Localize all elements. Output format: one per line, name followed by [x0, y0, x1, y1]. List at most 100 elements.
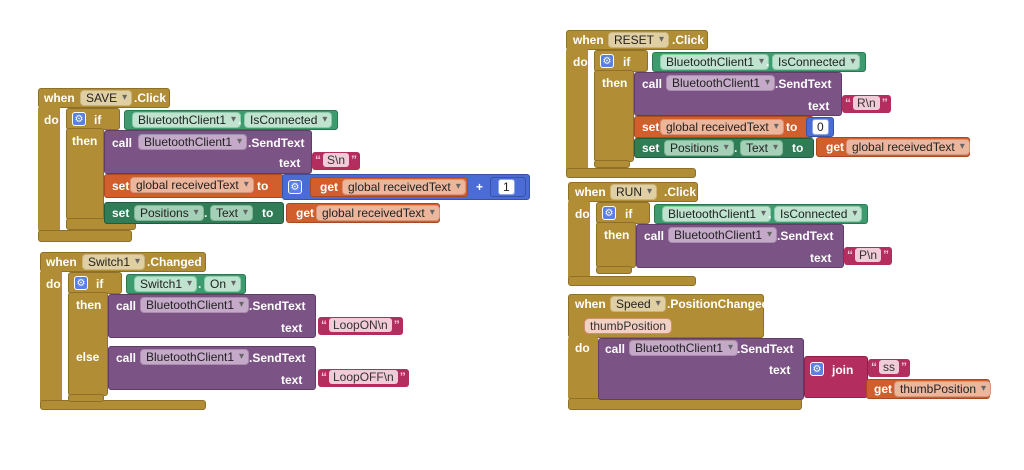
- text-string-block[interactable]: “P\n”: [844, 247, 893, 265]
- string-value[interactable]: P\n: [855, 248, 882, 262]
- text-string-block[interactable]: “LoopON\n”: [318, 317, 403, 335]
- number-input[interactable]: 0: [812, 119, 829, 135]
- switch-component-dropdown[interactable]: Switch1: [82, 254, 146, 270]
- bluetooth-client-dropdown[interactable]: BluetoothClient1: [629, 340, 739, 356]
- call-label: call: [116, 351, 137, 365]
- to-label: to: [792, 141, 804, 155]
- event-name: .Changed: [147, 255, 202, 269]
- dot: .: [766, 55, 770, 69]
- do-label: do: [575, 341, 590, 355]
- gear-icon[interactable]: ⚙: [602, 206, 616, 220]
- text-string-block[interactable]: “ss”: [868, 359, 910, 377]
- bluetooth-client-dropdown[interactable]: BluetoothClient1: [660, 54, 770, 70]
- do-label: do: [44, 113, 59, 127]
- speed-component-dropdown[interactable]: Speed: [610, 296, 666, 312]
- when-label: when: [46, 255, 77, 269]
- run-component-dropdown[interactable]: RUN: [610, 184, 657, 200]
- isconnected-dropdown[interactable]: IsConnected: [244, 112, 333, 128]
- get-label: get: [874, 382, 892, 396]
- text-string-block[interactable]: “LoopOFF\n”: [318, 369, 409, 387]
- else-label: else: [76, 350, 100, 364]
- string-value[interactable]: R\n: [853, 96, 880, 110]
- save-component-dropdown[interactable]: SAVE: [80, 90, 133, 106]
- if-label: if: [96, 277, 104, 291]
- call-label: call: [112, 136, 133, 150]
- set-label: set: [642, 141, 660, 155]
- to-label: to: [786, 120, 798, 134]
- text-param-label: text: [279, 156, 301, 170]
- string-value[interactable]: ss: [879, 360, 899, 374]
- bluetooth-client-dropdown[interactable]: BluetoothClient1: [666, 75, 776, 91]
- component-dropdown[interactable]: Positions: [134, 205, 204, 221]
- if-label: if: [623, 55, 631, 69]
- event-name: .PositionChanged: [667, 297, 769, 311]
- call-label: call: [605, 342, 626, 356]
- to-label: to: [262, 206, 274, 220]
- isconnected-dropdown[interactable]: IsConnected: [772, 54, 861, 70]
- sendtext-method: .SendText: [775, 77, 832, 91]
- number-input[interactable]: 1: [498, 179, 515, 195]
- bluetooth-client-dropdown[interactable]: BluetoothClient1: [138, 134, 248, 150]
- dot: .: [238, 113, 242, 127]
- call-label: call: [642, 77, 663, 91]
- variable-dropdown[interactable]: global receivedText: [342, 179, 466, 195]
- when-label: when: [44, 91, 75, 105]
- property-dropdown[interactable]: Text: [210, 205, 254, 221]
- string-value[interactable]: LoopOFF\n: [329, 370, 398, 384]
- property-dropdown[interactable]: Text: [740, 140, 784, 156]
- dot: .: [198, 277, 202, 291]
- text-param-label: text: [810, 251, 832, 265]
- bluetooth-client-dropdown[interactable]: BluetoothClient1: [132, 112, 242, 128]
- to-label: to: [257, 179, 269, 193]
- variable-dropdown[interactable]: global receivedText: [846, 139, 970, 155]
- text-param-label: text: [808, 99, 830, 113]
- text-param-label: text: [281, 321, 303, 335]
- do-label: do: [573, 55, 588, 69]
- event-name: .Click: [664, 185, 697, 199]
- dot: .: [768, 207, 772, 221]
- sendtext-method: .SendText: [777, 229, 834, 243]
- variable-dropdown[interactable]: global receivedText: [316, 205, 440, 221]
- reset-component-dropdown[interactable]: RESET: [608, 32, 670, 48]
- gear-icon[interactable]: ⚙: [288, 180, 302, 194]
- call-label: call: [116, 299, 137, 313]
- variable-dropdown[interactable]: global receivedText: [660, 119, 784, 135]
- event-name: .Click: [134, 91, 167, 105]
- thumbposition-parameter[interactable]: thumbPosition: [584, 318, 673, 334]
- text-string-block[interactable]: “R\n”: [842, 95, 891, 113]
- get-label: get: [296, 206, 314, 220]
- sendtext-method: .SendText: [249, 299, 306, 313]
- gear-icon[interactable]: ⚙: [74, 276, 88, 290]
- bluetooth-client-dropdown[interactable]: BluetoothClient1: [668, 227, 778, 243]
- if-label: if: [94, 113, 102, 127]
- then-label: then: [72, 134, 98, 148]
- bluetooth-client-dropdown[interactable]: BluetoothClient1: [140, 297, 250, 313]
- if-label: if: [625, 207, 633, 221]
- bluetooth-client-dropdown[interactable]: BluetoothClient1: [662, 206, 772, 222]
- isconnected-dropdown[interactable]: IsConnected: [774, 206, 863, 222]
- when-label: when: [575, 297, 606, 311]
- gear-icon[interactable]: ⚙: [810, 362, 824, 376]
- text-string-block[interactable]: “S\n”: [312, 152, 361, 170]
- gear-icon[interactable]: ⚙: [72, 112, 86, 126]
- string-value[interactable]: S\n: [323, 153, 350, 167]
- bluetooth-client-dropdown[interactable]: BluetoothClient1: [140, 349, 250, 365]
- get-label: get: [826, 140, 844, 154]
- dot: .: [204, 206, 208, 220]
- switch-dropdown[interactable]: Switch1: [134, 276, 198, 292]
- call-label: call: [644, 229, 665, 243]
- gear-icon[interactable]: ⚙: [600, 54, 614, 68]
- set-label: set: [642, 120, 660, 134]
- string-value[interactable]: LoopON\n: [329, 318, 392, 332]
- do-label: do: [46, 277, 61, 291]
- component-dropdown[interactable]: Positions: [664, 140, 734, 156]
- set-label: set: [112, 179, 130, 193]
- join-label: join: [832, 363, 854, 377]
- text-param-label: text: [281, 373, 303, 387]
- dot: .: [734, 141, 738, 155]
- variable-dropdown[interactable]: global receivedText: [130, 177, 254, 193]
- when-label: when: [573, 33, 604, 47]
- parameter-dropdown[interactable]: thumbPosition: [894, 381, 992, 397]
- on-property-dropdown[interactable]: On: [204, 276, 242, 292]
- text-param-label: text: [769, 363, 791, 377]
